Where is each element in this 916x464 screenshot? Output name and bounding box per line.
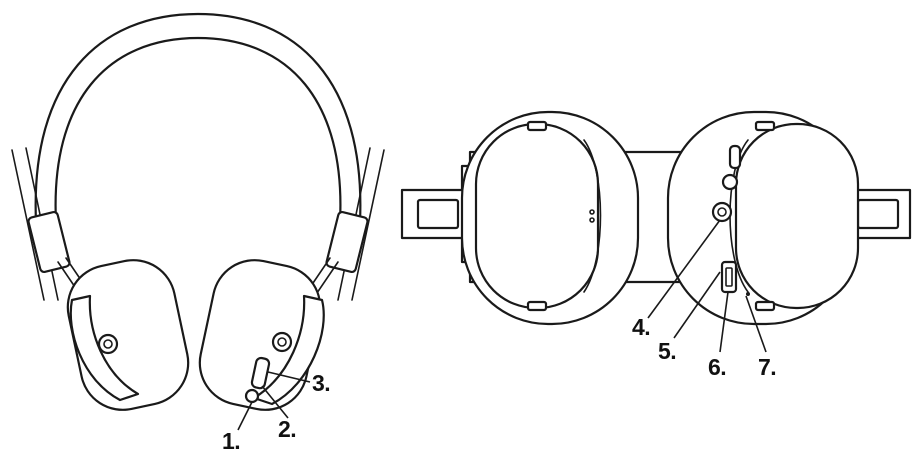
callout-3: 3. <box>312 370 331 396</box>
power-button <box>244 388 260 404</box>
callout-4: 4. <box>632 314 651 340</box>
leader-line-6 <box>719 291 729 353</box>
usb-port <box>720 260 738 294</box>
leader-line-2 <box>261 385 289 419</box>
right-cup-bottom <box>666 110 860 326</box>
right-yoke <box>291 147 385 319</box>
leader-line-4 <box>647 219 721 319</box>
headband <box>34 12 362 224</box>
callout-7: 7. <box>758 354 777 380</box>
volume-button <box>250 356 271 390</box>
callout-6: 6. <box>708 354 727 380</box>
leader-line-3 <box>267 371 311 383</box>
leader-line-5 <box>673 271 721 339</box>
callout-2: 2. <box>278 416 297 442</box>
aux-jack <box>711 201 733 223</box>
left-cup-bottom <box>460 110 640 326</box>
leader-line-7 <box>745 295 767 353</box>
led-indicator <box>746 292 750 296</box>
callout-1: 1. <box>222 428 241 454</box>
left-ear-cup <box>66 259 190 411</box>
right-ear-cup <box>198 259 325 411</box>
leader-line-1 <box>237 401 253 431</box>
front-view-headphones <box>11 12 385 431</box>
bottom-view-headphones <box>400 110 912 353</box>
callout-5: 5. <box>658 338 677 364</box>
